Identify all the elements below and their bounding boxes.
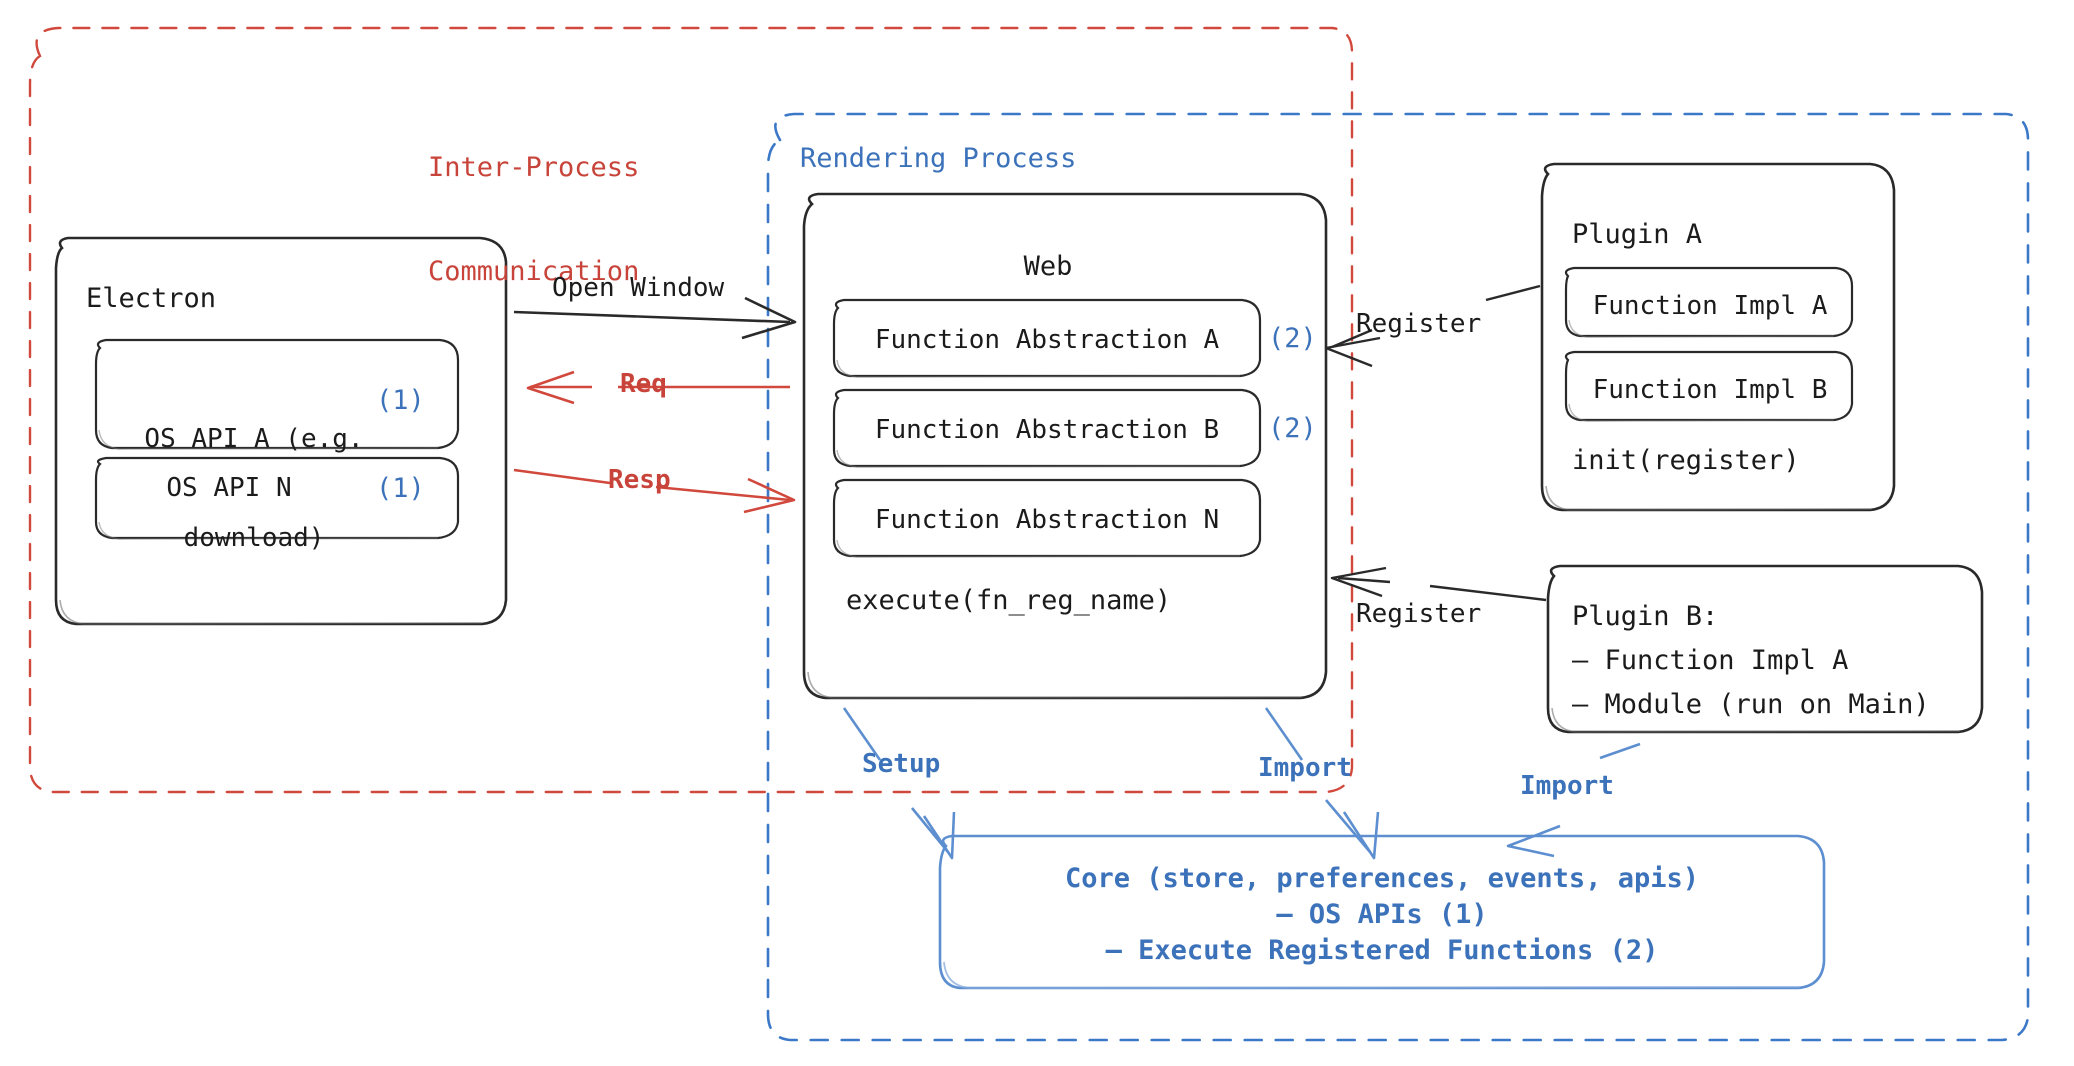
import-web-arrow-label: Import (1258, 753, 1352, 783)
function-abstraction-b-marker: (2) (1268, 413, 1317, 444)
rendering-region-label: Rendering Process (800, 143, 1077, 174)
register-plugin-b-arrow-shape (1330, 566, 1547, 602)
core-line-3: – Execute Registered Functions (2) (1105, 935, 1659, 966)
function-abstraction-a-label: Function Abstraction A (874, 325, 1220, 355)
core-line-1: Core (store, preferences, events, apis) (1065, 863, 1699, 894)
function-abstraction-a-marker: (2) (1268, 323, 1317, 354)
ipc-region-label: Inter-Process Communication (428, 152, 640, 287)
plugin-a-title: Plugin A (1572, 219, 1703, 250)
plugin-b-line-1: – Function Impl A (1572, 645, 1849, 676)
os-api-n-label: OS API N (166, 473, 292, 503)
function-abstraction-n-label: Function Abstraction N (874, 505, 1220, 535)
plugin-b-title: Plugin B: (1572, 601, 1719, 632)
os-api-n-marker: (1) (376, 473, 425, 504)
core-line-2: – OS APIs (1) (1276, 899, 1488, 930)
web-execute-label: execute(fn_reg_name) (846, 585, 1172, 616)
function-abstraction-b-label: Function Abstraction B (874, 415, 1220, 445)
register-plugin-b-arrow-label: Register (1356, 599, 1482, 629)
open-window-arrow-label: Open Window (552, 273, 725, 303)
os-api-a-label: OS API A (e.g. download) (144, 423, 364, 554)
req-arrow-label: Req (620, 369, 667, 399)
register-plugin-a-arrow-label: Register (1356, 309, 1482, 339)
web-title: Web (1023, 251, 1073, 282)
electron-title: Electron (86, 283, 217, 314)
function-impl-b-label: Function Impl B (1592, 375, 1828, 405)
resp-arrow-label: Resp (608, 465, 671, 495)
os-api-a-marker: (1) (376, 385, 425, 416)
function-impl-a-label: Function Impl A (1592, 291, 1828, 321)
plugin-b-line-2: – Module (run on Main) (1572, 689, 1930, 720)
setup-arrow-shape (842, 707, 956, 860)
import-plugin-b-arrow-label: Import (1520, 771, 1614, 801)
setup-arrow-label: Setup (862, 749, 941, 779)
plugin-a-init-label: init(register) (1572, 445, 1800, 476)
